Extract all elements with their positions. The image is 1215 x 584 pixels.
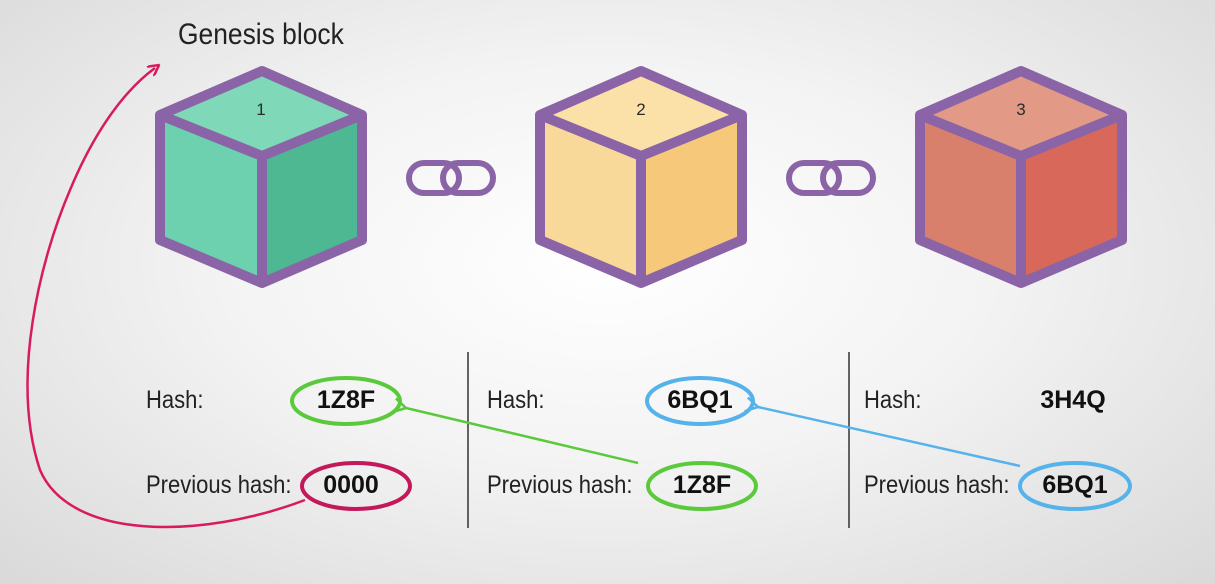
- cube-2-left: [540, 115, 641, 283]
- block-1-hash-value: 1Z8F: [316, 386, 376, 414]
- link-arrow-blue: [758, 407, 1021, 468]
- genesis-block-title: Genesis block: [178, 18, 344, 51]
- block-2-hash-label: Hash:: [487, 386, 545, 414]
- block-1-cube: [155, 66, 367, 288]
- cube-3-left: [920, 115, 1021, 283]
- block-1-prev-hash-value: 0000: [323, 471, 379, 499]
- prev-hash-1-highlight: [300, 461, 412, 511]
- prev-hash-2-highlight: [646, 461, 758, 511]
- cube-1-right: [262, 115, 362, 283]
- block-2-number: 2: [636, 100, 646, 119]
- block-2-cube: [535, 66, 747, 288]
- block-2-prev-hash-label: Previous hash:: [487, 471, 633, 499]
- block-3-hash-value: 3H4Q: [1040, 386, 1106, 414]
- block-3-prev-hash-label: Previous hash:: [864, 471, 1010, 499]
- block-1-number: 1: [256, 100, 266, 119]
- cube-2-right: [641, 115, 742, 283]
- block-2-prev-hash-value: 1Z8F: [672, 471, 732, 499]
- block-1-hash-label: Hash:: [146, 386, 204, 414]
- block-3-number: 3: [1016, 100, 1026, 119]
- block-3-hash-label: Hash:: [864, 386, 922, 414]
- chain-link-icon: [406, 160, 496, 196]
- block-2-hash-value: 6BQ1: [667, 386, 733, 414]
- block-3-cube: [915, 66, 1127, 288]
- cube-3-right: [1021, 115, 1122, 283]
- chain-link-icon: [786, 160, 876, 196]
- genesis-arrow: [26, 68, 306, 529]
- prev-hash-3-highlight: [1018, 461, 1132, 511]
- link-arrow-green: [406, 408, 639, 465]
- block-3-prev-hash-value: 6BQ1: [1042, 471, 1108, 499]
- cube-1-left: [160, 115, 262, 283]
- block-1-prev-hash-label: Previous hash:: [146, 471, 292, 499]
